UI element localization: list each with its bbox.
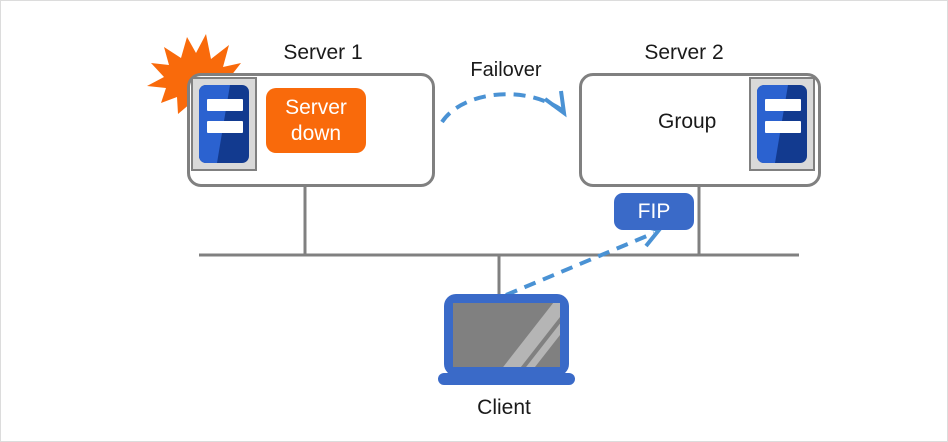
client-label: Client xyxy=(477,396,531,419)
server-down-badge: Server down xyxy=(266,88,366,153)
server2-title: Server 2 xyxy=(644,41,724,64)
server-down-line-2: down xyxy=(290,121,342,145)
fip-badge: FIP xyxy=(614,193,694,230)
client-monitor-icon xyxy=(444,294,569,376)
server-icon-bar-top xyxy=(765,99,801,111)
server-icon-bar-bottom xyxy=(765,121,801,133)
server-icon-bar-bottom xyxy=(207,121,243,133)
network-bus-lines xyxy=(199,187,799,299)
server-icon-bar-top xyxy=(207,99,243,111)
client-base xyxy=(438,373,575,385)
server1-title: Server 1 xyxy=(283,41,363,64)
server-icon-body xyxy=(757,85,807,163)
failover-label: Failover xyxy=(470,59,542,81)
server-icon-body xyxy=(199,85,249,163)
group-label: Group xyxy=(658,110,717,133)
client-screen xyxy=(453,303,560,367)
server2-rack-icon xyxy=(749,77,815,171)
client-screen-glare-wide xyxy=(484,303,560,367)
failover-dashed-arrow-icon xyxy=(440,90,567,124)
fip-dashed-arrow-icon xyxy=(505,223,663,297)
server1-rack-icon xyxy=(191,77,257,171)
fip-label: FIP xyxy=(637,199,671,223)
server-down-line-1: Server xyxy=(285,95,347,119)
